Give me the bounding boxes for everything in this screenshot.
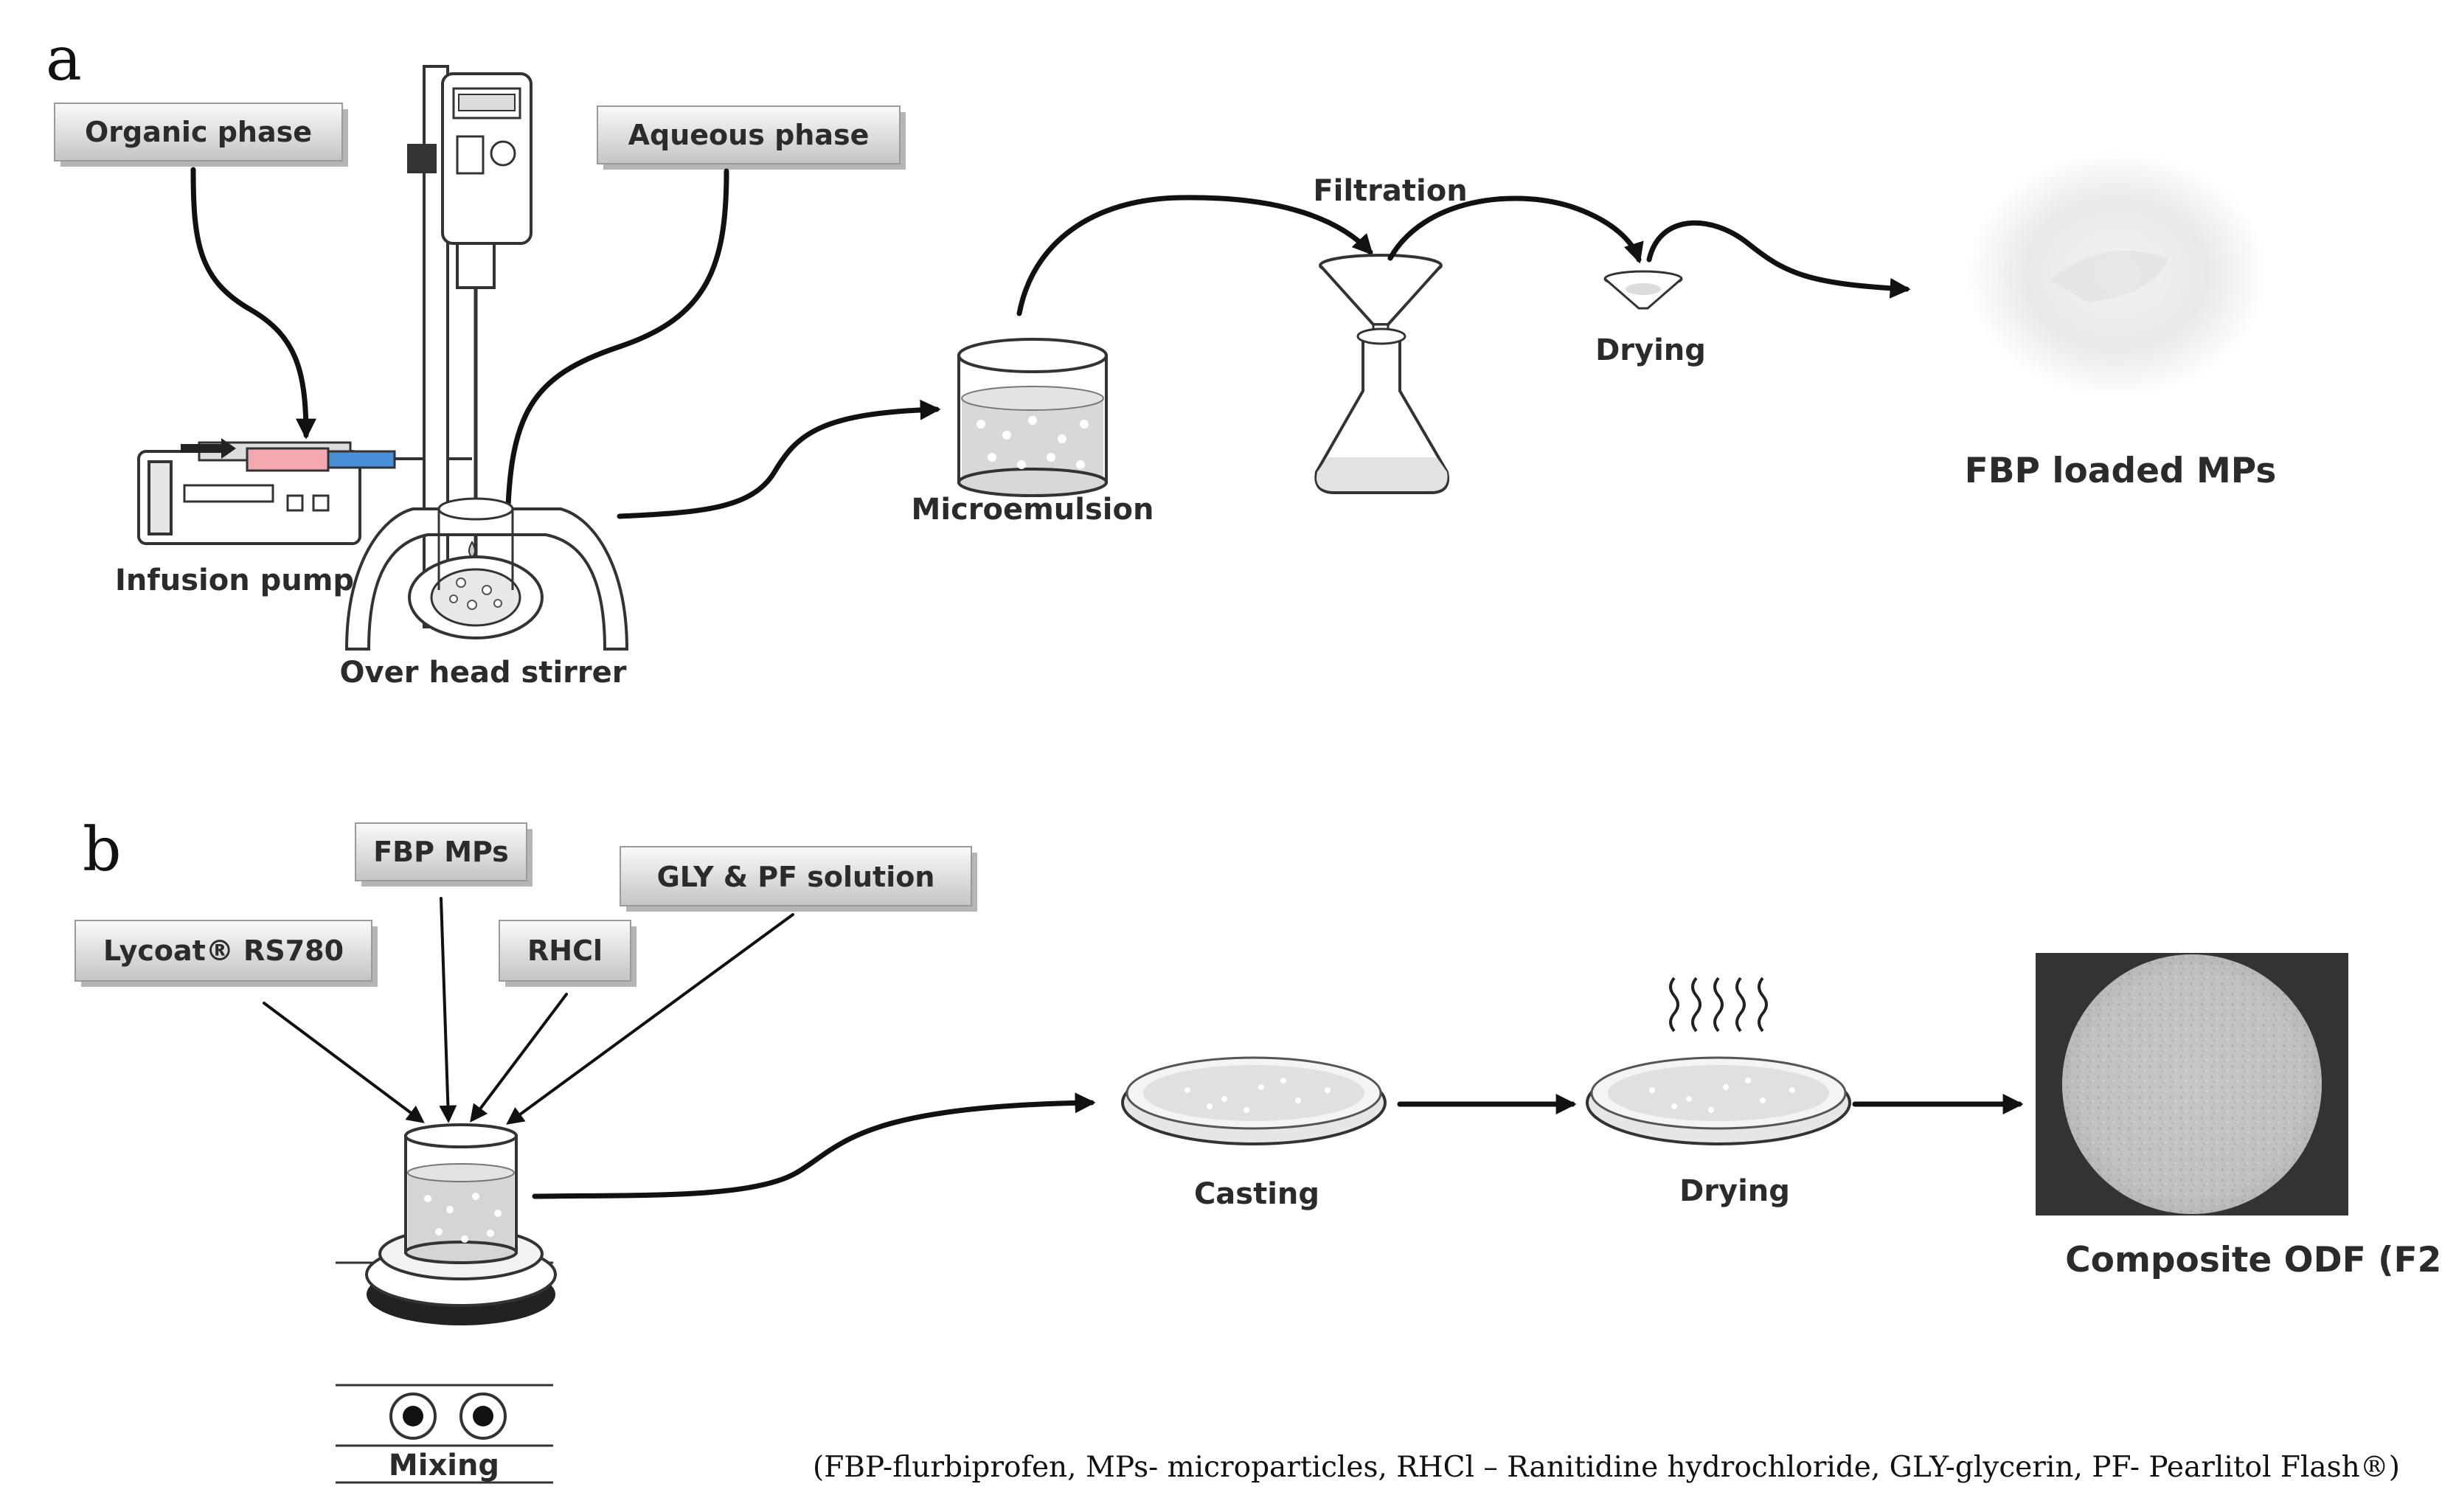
casting-petri-dish bbox=[1121, 1056, 1387, 1145]
mixing-label: Mixing bbox=[389, 1449, 499, 1482]
infusion-pump bbox=[137, 438, 472, 545]
rhcl-label: RHCl bbox=[527, 934, 603, 967]
gly-pf-to-mixing-arrow bbox=[506, 913, 794, 1125]
gly-pf-box: GLY & PF solution bbox=[620, 846, 977, 912]
stirrer-to-microemulsion-arrow bbox=[617, 399, 941, 519]
drying-to-product-arrow bbox=[1646, 220, 1911, 299]
drying-label-b: Drying bbox=[1679, 1174, 1790, 1208]
lycoat-label: Lycoat® RS780 bbox=[103, 934, 344, 967]
microemulsion-beaker bbox=[957, 338, 1108, 497]
organic-phase-box: Organic phase bbox=[54, 103, 348, 167]
fbp-mps-box: FBP MPs bbox=[355, 822, 533, 887]
composite-odf-image bbox=[2036, 953, 2348, 1216]
infusion-pump-label: Infusion pump bbox=[115, 563, 354, 597]
fbp-loaded-mps-label: FBP loaded MPs bbox=[1965, 451, 2277, 491]
drying-petri-dish bbox=[1586, 1056, 1851, 1145]
microemulsion-label: Microemulsion bbox=[912, 493, 1154, 527]
rhcl-to-mixing-arrow bbox=[470, 993, 568, 1123]
overhead-stirrer bbox=[344, 65, 629, 651]
filtration-flask bbox=[1314, 254, 1449, 494]
composite-odf-label: Composite ODF (F2) bbox=[2065, 1240, 2442, 1280]
gly-pf-label: GLY & PF solution bbox=[657, 861, 935, 893]
drying-dish-a bbox=[1603, 270, 1683, 310]
organic-to-pump-arrow bbox=[190, 167, 316, 440]
panel-b-letter: b bbox=[83, 815, 122, 885]
heat-waves-icon bbox=[1669, 977, 1768, 1033]
aqueous-phase-box: Aqueous phase bbox=[597, 105, 906, 170]
filtration-label: Filtration bbox=[1313, 174, 1467, 208]
lycoat-to-mixing-arrow bbox=[263, 1002, 425, 1123]
overhead-stirrer-label: Over head stirrer bbox=[340, 656, 627, 690]
organic-phase-label: Organic phase bbox=[85, 116, 312, 148]
drying-label-a: Drying bbox=[1595, 333, 1706, 367]
casting-label: Casting bbox=[1194, 1177, 1319, 1211]
fbp-to-mixing-arrow bbox=[439, 897, 457, 1123]
panel-a-letter: a bbox=[46, 24, 82, 94]
mixing-to-casting-arrow bbox=[532, 1092, 1096, 1199]
abbreviations-footnote: (FBP-flurbiprofen, MPs- microparticles, … bbox=[813, 1451, 2400, 1484]
aqueous-phase-label: Aqueous phase bbox=[628, 119, 870, 151]
aqueous-to-stirrer-arrow bbox=[497, 168, 729, 535]
lycoat-box: Lycoat® RS780 bbox=[74, 920, 378, 987]
rhcl-box: RHCl bbox=[499, 920, 636, 987]
microemulsion-to-filtration-arrow bbox=[1016, 195, 1373, 316]
magnetic-stirrer bbox=[336, 1123, 557, 1484]
filtration-to-drying-arrow bbox=[1387, 195, 1644, 264]
fbp-mps-label: FBP MPs bbox=[373, 836, 509, 868]
